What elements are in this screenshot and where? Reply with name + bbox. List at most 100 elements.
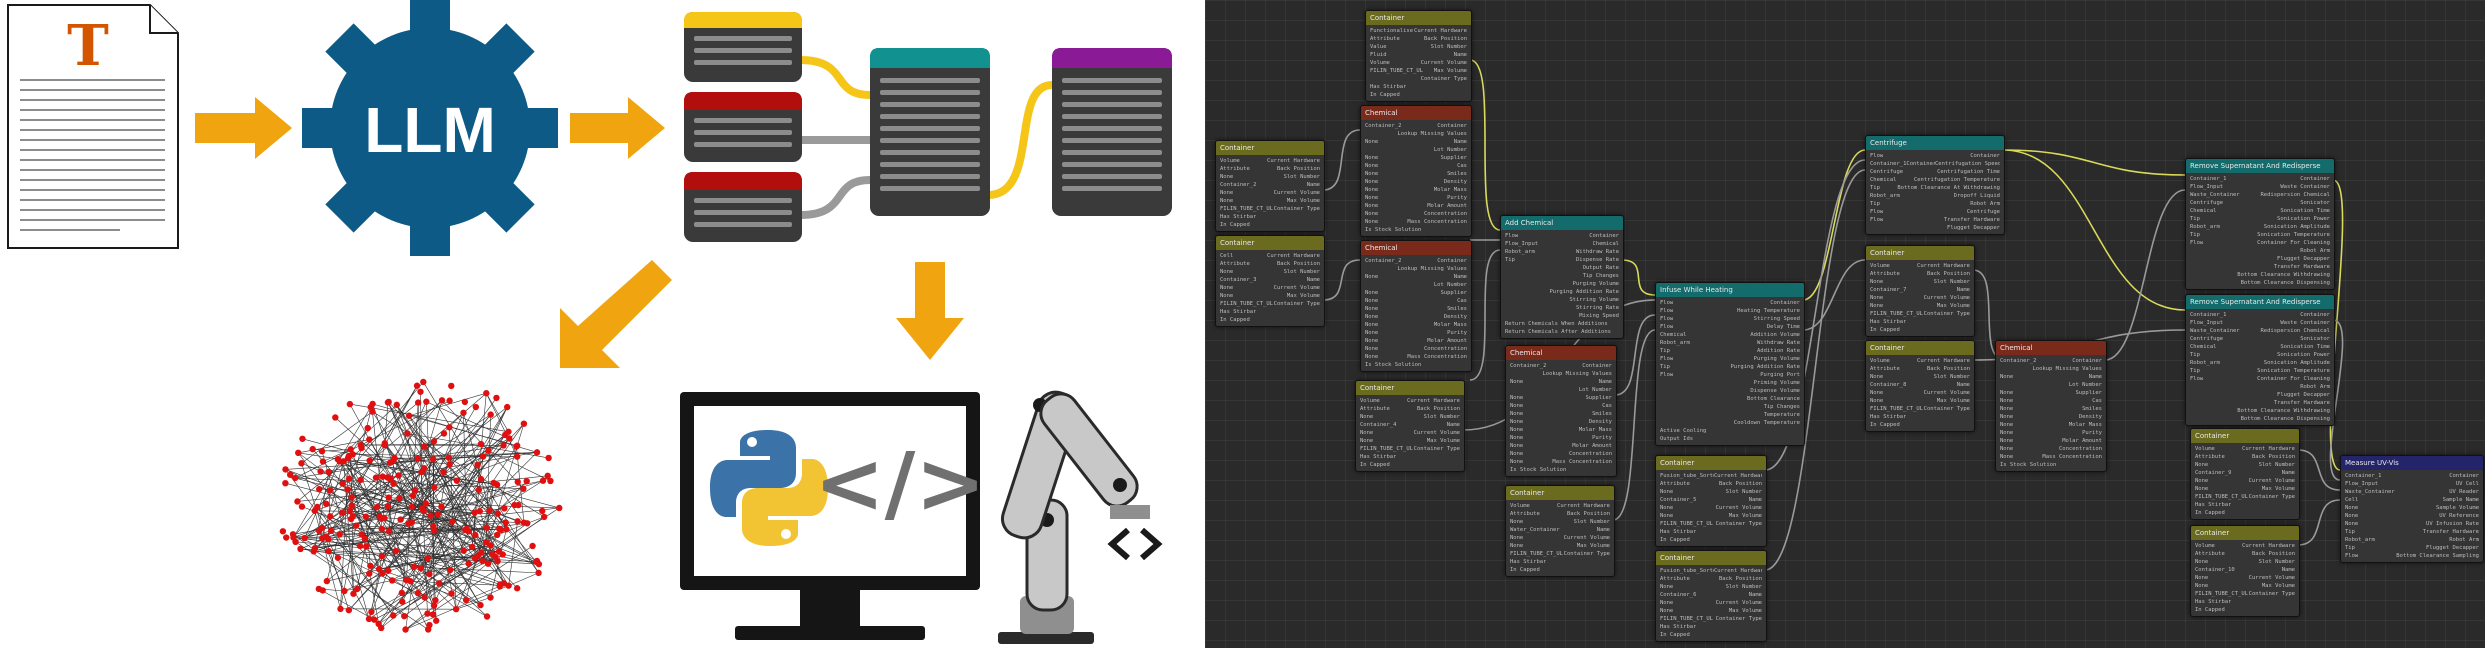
node-footer-row[interactable]: Has Stirbar (1510, 558, 1610, 566)
node-row[interactable]: Bottom Clearance Dispensing (2190, 415, 2330, 423)
node-title[interactable]: Chemical (1506, 346, 1616, 360)
node-footer-row[interactable]: Is Stock Solution (1365, 361, 1467, 369)
node-footer-row[interactable]: In Capped (1870, 421, 1970, 429)
node-footer-row[interactable]: In Capped (1660, 631, 1762, 639)
node-title[interactable]: Chemical (1361, 241, 1471, 255)
node-footer-row[interactable]: In Capped (1360, 461, 1460, 469)
node-footer-row[interactable]: In Capped (2195, 606, 2295, 614)
node-row[interactable]: Lookup Missing Values (1510, 370, 1612, 378)
node-footer-row[interactable]: Has Stirbar (2195, 501, 2295, 509)
node-row[interactable]: Tip Changes (1505, 272, 1619, 280)
node-footer-row[interactable]: Is Stock Solution (2000, 461, 2102, 469)
node-footer-row[interactable]: Has Stirbar (1370, 83, 1467, 91)
node-footer-row[interactable]: Has Stirbar (1220, 308, 1320, 316)
node-title[interactable]: Chemical (1996, 341, 2106, 355)
node-row[interactable]: Bottom Clearance (1660, 395, 1800, 403)
node-title[interactable]: Container (1506, 486, 1614, 500)
node-title[interactable]: Infuse While Heating (1656, 283, 1804, 297)
node-row[interactable]: Lookup Missing Values (2000, 365, 2102, 373)
node-footer-row[interactable]: Active Cooling (1660, 427, 1800, 435)
node-footer-row[interactable]: In Capped (2195, 509, 2295, 517)
node-title[interactable]: Container (1216, 236, 1324, 250)
node-row[interactable]: Lot Number (1365, 281, 1467, 289)
node-title[interactable]: Remove Supernatant And Redisperse (2186, 295, 2334, 309)
node-title[interactable]: Chemical (1361, 106, 1471, 120)
node-footer-row[interactable]: Has Stirbar (2195, 598, 2295, 606)
node-title[interactable]: Measure UV-Vis (2341, 456, 2483, 470)
node-row[interactable]: Cooldown Temperature (1660, 419, 1800, 427)
node-row[interactable]: Dispense Volume (1660, 387, 1800, 395)
node-row[interactable]: Transfer Hardware (2190, 399, 2330, 407)
node-row[interactable]: Priming Volume (1660, 379, 1800, 387)
node-footer-row[interactable]: Has Stirbar (1870, 318, 1970, 326)
